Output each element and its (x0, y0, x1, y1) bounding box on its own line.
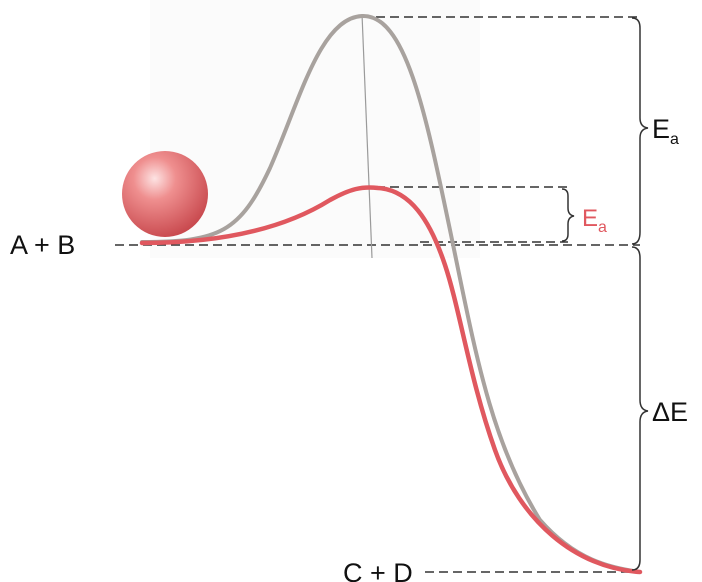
products-label: C + D (343, 558, 413, 582)
catalyzed-ea-sub: a (598, 219, 607, 236)
catalyzed-ea-main: E (582, 205, 598, 232)
uncatalyzed-ea-label: Ea (652, 114, 679, 148)
delta-e-brace (632, 247, 648, 570)
reactant-ball (122, 151, 208, 237)
delta-e-label: ΔE (652, 397, 688, 427)
reactants-label: A + B (10, 230, 75, 260)
uncatalyzed-ea-main: E (652, 114, 670, 144)
uncatalyzed-ea-brace (632, 18, 648, 244)
catalyzed-ea-brace (562, 189, 574, 241)
catalyzed-ea-label: Ea (582, 205, 607, 236)
uncatalyzed-ea-sub: a (670, 131, 679, 148)
